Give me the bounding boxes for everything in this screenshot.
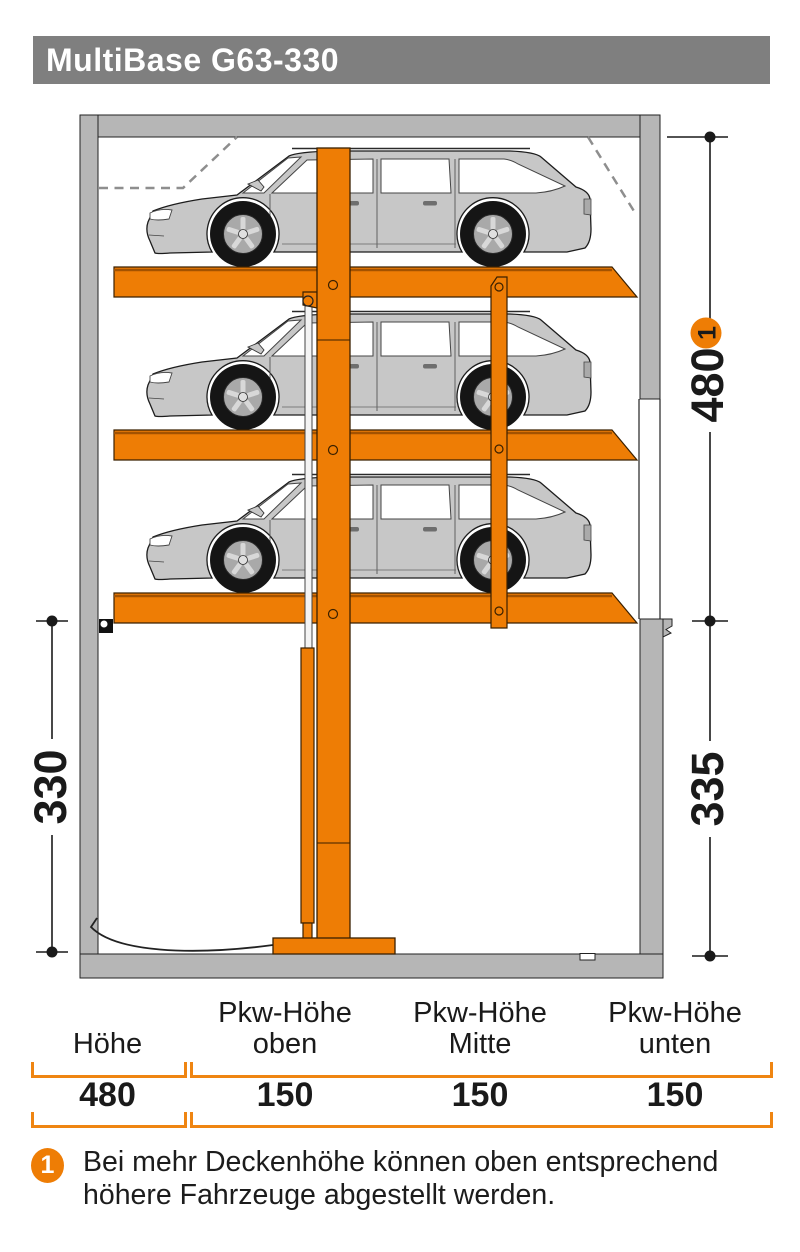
header-line-top: Pkw-Höhe [413, 997, 547, 1029]
right-wall-break-mark [662, 618, 673, 638]
piston-rod [304, 305, 313, 649]
dimension-label-overall-height: 480 [682, 347, 733, 422]
right-wall-lower [639, 618, 664, 955]
supply-cable [89, 917, 274, 952]
header-line-top: Pkw-Höhe [608, 997, 742, 1029]
table-bracket [190, 1062, 773, 1078]
platform-edge-highlights [114, 268, 612, 598]
table-bracket [31, 1062, 187, 1078]
cylinder-body [300, 647, 315, 924]
footnote: 1 Bei mehr Deckenhöhe können oben entspr… [31, 1146, 718, 1212]
table-header-hoehe: Höhe [30, 998, 185, 1060]
left-wall [79, 114, 99, 955]
bolt-hole [494, 606, 504, 616]
table-value-pkw-oben: 150 [256, 1076, 314, 1114]
ceiling-slab [79, 114, 661, 138]
floor-notch [579, 953, 596, 961]
bolt-hole [327, 608, 339, 620]
platform-bottom [113, 592, 639, 624]
column-body [316, 147, 351, 941]
clearance-envelope-dashed-line [99, 136, 639, 217]
header-line-top [30, 998, 185, 1029]
entrance-opening-outline [638, 399, 661, 619]
bolt-hole [327, 444, 339, 456]
table-value-pkw-unten: 150 [646, 1076, 704, 1114]
dimension-label-pit-left: 330 [25, 749, 76, 824]
car-middle [146, 310, 592, 431]
car-top [146, 147, 592, 268]
dimension-label-pit-right: 335 [682, 751, 733, 826]
pit-walls [79, 114, 673, 979]
header-line-bottom: Mitte [448, 1028, 512, 1060]
wall-pulley-box [99, 619, 113, 633]
dimension-label-masks [31, 338, 728, 837]
hydraulic-cylinder [300, 305, 315, 941]
page-title: MultiBase G63-330 [46, 41, 340, 78]
table-bracket [31, 1112, 187, 1128]
car-bottom [146, 473, 592, 594]
table-header-pkw-mitte: Pkw-Höhe Mitte [385, 998, 575, 1060]
column-seams [317, 339, 350, 844]
bolt-hole [494, 444, 504, 454]
platform-top [113, 266, 639, 298]
note-marker-badge: 1 [690, 317, 722, 349]
footnote-line-1: Bei mehr Deckenhöhe können oben entsprec… [83, 1146, 719, 1178]
header-line-bottom: Höhe [72, 1028, 143, 1060]
lift-column [272, 147, 396, 955]
parking-system-cross-section-diagram: 480 335 330 1 [25, 114, 733, 979]
footnote-marker-badge: 1 [31, 1148, 64, 1183]
header-line-bottom: unten [638, 1028, 712, 1060]
table-header-pkw-oben: Pkw-Höhe oben [190, 998, 380, 1060]
table-header-pkw-unten: Pkw-Höhe unten [580, 998, 770, 1060]
right-wall-upper [639, 114, 661, 400]
table-bracket [190, 1112, 773, 1128]
header-line-top: Pkw-Höhe [218, 997, 352, 1029]
table-value-hoehe: 480 [79, 1076, 136, 1114]
bolt-hole [494, 282, 504, 292]
rear-support-bar [490, 276, 508, 629]
base-plate [272, 937, 396, 955]
note-marker-number: 1 [693, 326, 721, 340]
platform-middle [113, 429, 639, 461]
footnote-text: Bei mehr Deckenhöhe können oben entsprec… [83, 1146, 718, 1212]
footnote-marker-number: 1 [40, 1151, 55, 1179]
header-bar: MultiBase G63-330 [33, 36, 770, 84]
pit-floor-slab [79, 953, 664, 979]
bolt-hole [327, 279, 339, 291]
pivot-pin [302, 295, 314, 307]
footnote-line-2: höhere Fahrzeuge abgestellt werden. [83, 1179, 556, 1211]
table-value-pkw-mitte: 150 [451, 1076, 509, 1114]
header-line-bottom: oben [252, 1028, 318, 1060]
dimension-lines [36, 131, 728, 962]
